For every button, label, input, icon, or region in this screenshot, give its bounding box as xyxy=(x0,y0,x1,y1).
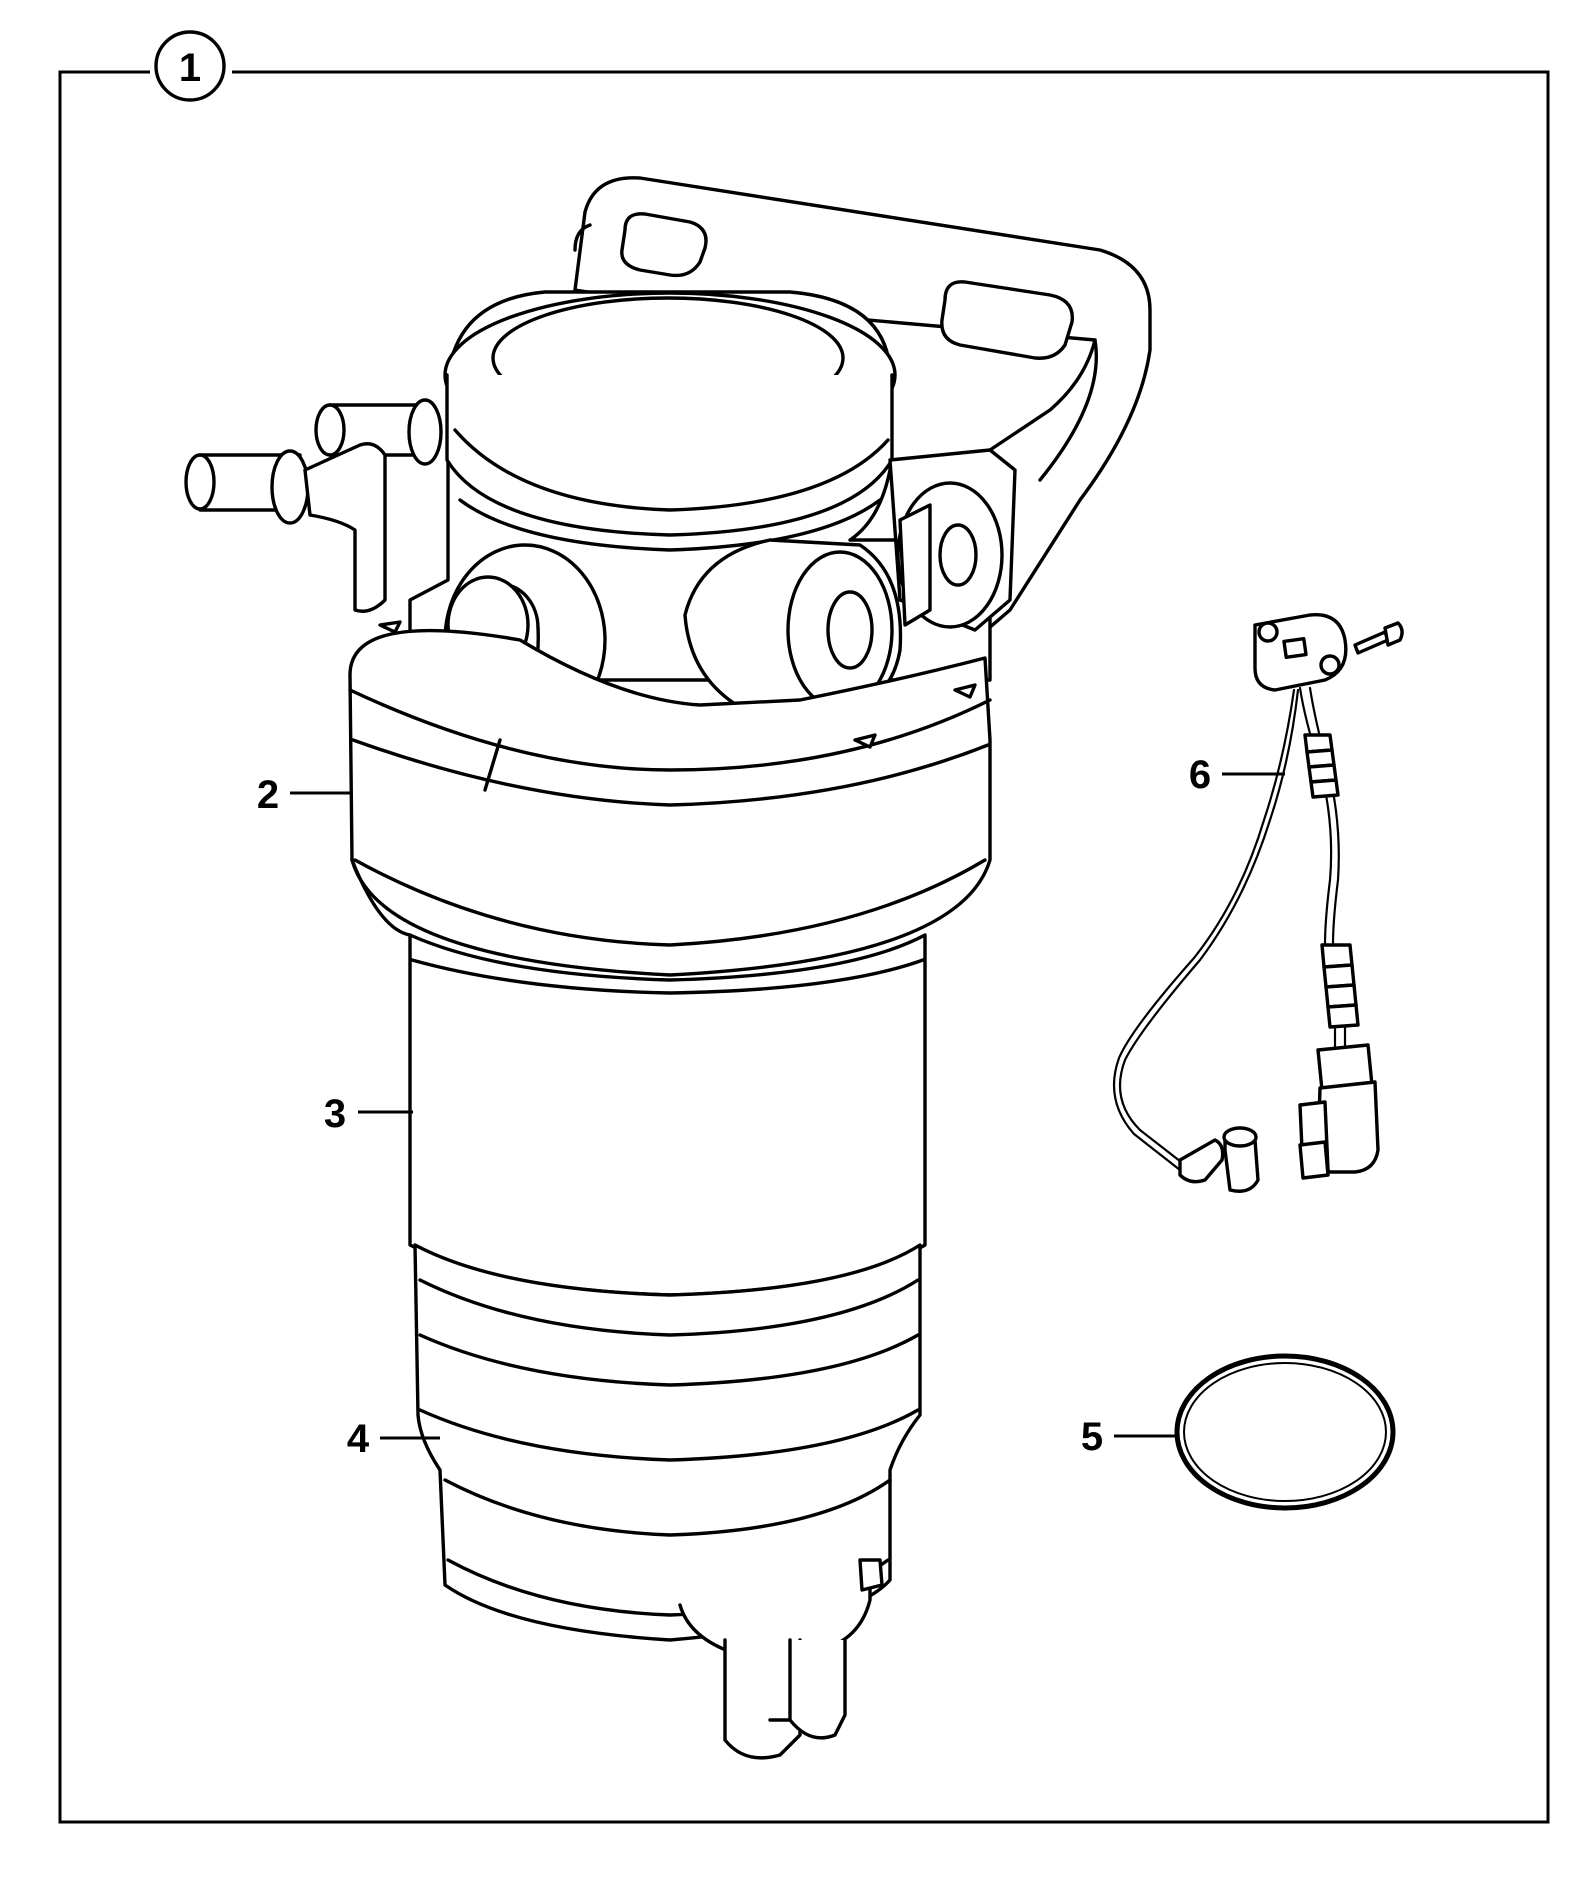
group-callout-label: 1 xyxy=(179,46,201,90)
callout-6: 6 xyxy=(1189,753,1285,797)
callout-5-label: 5 xyxy=(1081,1415,1103,1459)
callout-6-label: 6 xyxy=(1189,753,1211,797)
callout-4: 4 xyxy=(347,1417,440,1461)
callout-3-label: 3 xyxy=(324,1092,346,1136)
outlet-port-rear xyxy=(896,481,1004,629)
water-bowl xyxy=(413,1243,922,1760)
callout-2-label: 2 xyxy=(257,773,279,817)
callout-3: 3 xyxy=(324,1092,413,1136)
o-ring-seal xyxy=(1174,1353,1396,1511)
diagram-frame xyxy=(58,70,1550,1824)
inlet-port-upper xyxy=(314,398,443,466)
callout-2: 2 xyxy=(257,773,350,817)
water-in-fuel-sensor xyxy=(1112,613,1404,1193)
outlet-port-front xyxy=(683,538,903,722)
callout-5: 5 xyxy=(1081,1415,1177,1459)
filter-collar xyxy=(348,620,992,977)
inlet-port-lower xyxy=(184,442,387,613)
heat-shrink-sleeve-lower xyxy=(1320,943,1360,1029)
group-callout: 1 xyxy=(154,30,226,102)
heat-shrink-sleeve-upper xyxy=(1303,733,1340,799)
sensor-connector xyxy=(1298,1043,1380,1180)
callout-4-label: 4 xyxy=(347,1417,370,1461)
filter-head xyxy=(184,290,1017,737)
filter-element xyxy=(408,933,927,1297)
